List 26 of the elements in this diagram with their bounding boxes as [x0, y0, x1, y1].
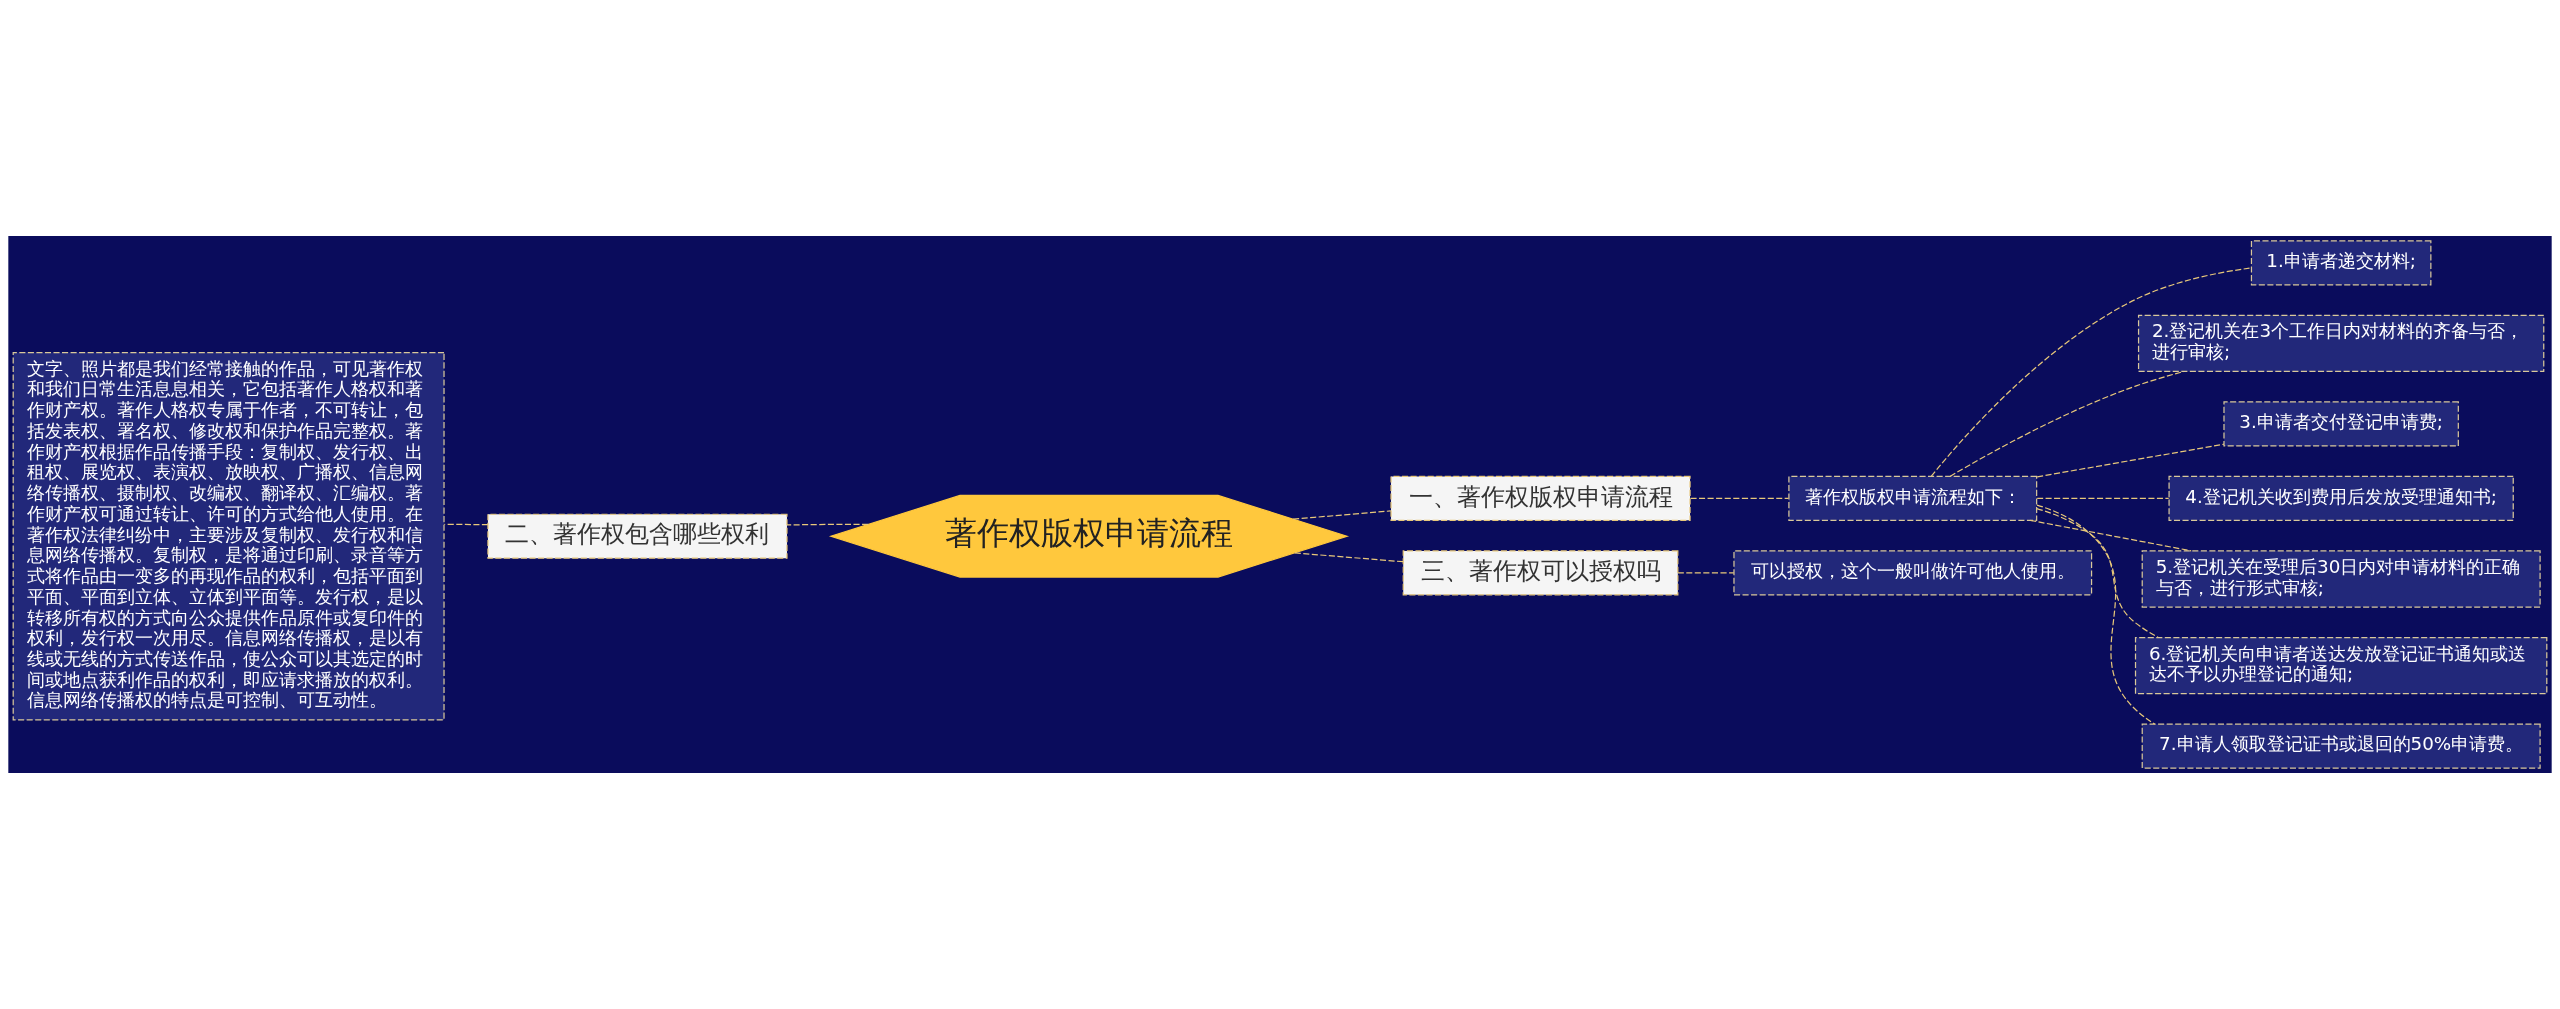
- connector: [2036, 497, 2170, 499]
- connector: [1930, 267, 2252, 477]
- connector: [1949, 371, 2185, 477]
- node-box: 文字、照片都是我们经常接触的作品，可见著作权和我们日常生活息息相关，它包括著作人格权和著作财产权。著作人格权专属于作者，不可转让，包括发表权、署名权、修改权和保护作品完整权。著作财产权根据作品传播手段：复制权、发行权、出租权、展览权、表演权、放映权、广播权、信息网络传播权、摄制权、改编权、翻译权、汇编权。著作财产权可通过转让、许可的方式给他人使用。在著作权法律纠纷中，主要涉及复制权、发行权和信息网络传播权。复制权，是将通过印刷、录音等方式将作品由一变多的再现作品的权利，包括平面到平面、平面到立体、立体到平面等。发行权，是以转移所有权的方式向公众提供作品原件或复印件的权利，发行权一次用尽。信息网络传播权，是以有线或无线的方式传送作品，使公众可以其选定的时间或地点获利作品的权利，即应请求播放的权利。信息网络传播权的特点是可控制、可互动性。: [12, 351, 445, 721]
- connector: [2036, 507, 2159, 638]
- connector: [1294, 552, 1404, 563]
- node-box: 4.登记机关收到费用后发放受理通知书;: [2168, 475, 2514, 521]
- connector: [2036, 504, 2156, 725]
- node-box: 2.登记机关在3个工作日内对材料的齐备与否，进行审核;: [2137, 314, 2545, 373]
- connector: [1689, 497, 1790, 499]
- node-box: 3.申请者交付登记申请费;: [2223, 401, 2459, 447]
- node-box: 5.登记机关在受理后30日内对申请材料的正确与否，进行形式审核;: [2141, 550, 2541, 608]
- node-box: 三、著作权可以授权吗: [1402, 550, 1679, 596]
- connector: [1677, 572, 1735, 574]
- connector: [786, 523, 869, 526]
- node-box: 著作权版权申请流程如下：: [1788, 475, 2038, 521]
- node-box: 可以授权，这个一般叫做许可他人使用。: [1733, 550, 2093, 596]
- node-box: 6.登记机关向申请者送达发放登记证书通知或送达不予以办理登记的通知;: [2134, 636, 2548, 695]
- connector: [1292, 510, 1392, 520]
- connector: [443, 523, 489, 526]
- connector: [2036, 443, 2225, 478]
- node-box: 7.申请人领取登记证书或退回的50%申请费。: [2141, 723, 2541, 769]
- node-box: 二、著作权包含哪些权利: [487, 513, 788, 559]
- node-box: 1.申请者递交材料;: [2250, 240, 2432, 286]
- connector: [2029, 519, 2192, 552]
- node-box: 一、著作权版权申请流程: [1390, 475, 1691, 521]
